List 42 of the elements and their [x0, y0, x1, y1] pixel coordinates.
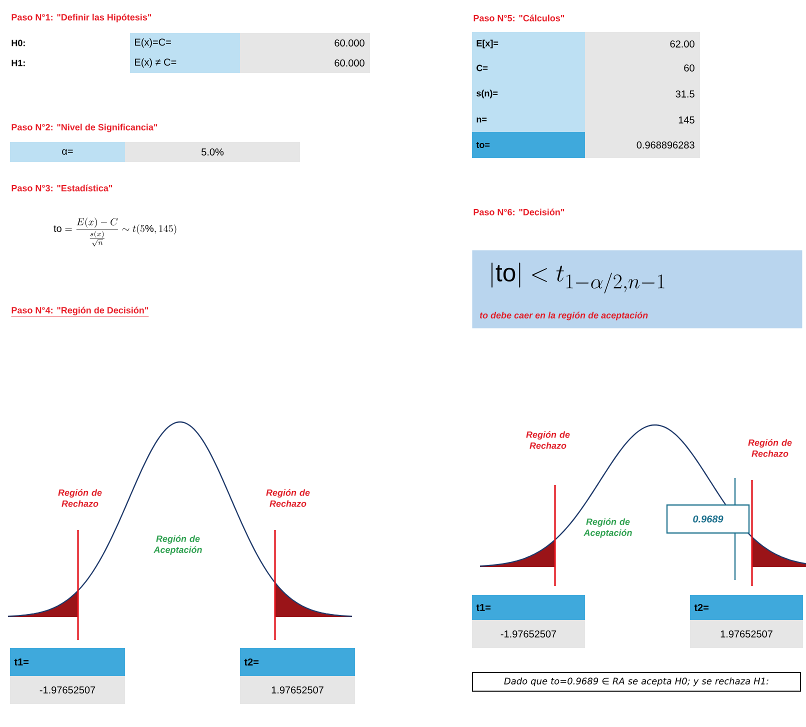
table-cell: 5.0%	[125, 142, 300, 162]
table-cell: 60.000	[240, 53, 370, 73]
step-heading: Paso N°1: "Definir las Hipótesis"	[12, 14, 152, 22]
table-cell: n=	[472, 108, 585, 132]
table-cell: E[x]=	[472, 32, 585, 56]
formula: $\mathrm{to}=\frac{E(x)-C}{\frac{s(x)}{\sqrt{n}}}\sim t(5\%,145)$	[54, 218, 176, 246]
region-label: Región de Rechazo	[526, 431, 570, 449]
step-heading: Paso N°6: "Decisión"	[474, 208, 564, 216]
table-cell: 1.97652507	[690, 620, 803, 648]
region-label: Región de Rechazo	[748, 439, 792, 457]
table-cell: 0.968896283	[585, 132, 700, 158]
table-cell: 145	[585, 108, 700, 132]
table-cell: 60.000	[240, 33, 370, 53]
row-label: H0:	[12, 40, 25, 46]
callout-box: 0.9689	[666, 504, 750, 534]
region-label: Región de Rechazo	[58, 489, 102, 507]
step-heading: Paso N°4: "Región de Decisión"	[11, 306, 149, 317]
region-label: Región de Rechazo	[266, 489, 310, 507]
step-heading: Paso N°5: "Cálculos"	[474, 14, 564, 22]
table-cell: t1=	[472, 595, 585, 620]
table-cell: -1.97652507	[472, 620, 585, 648]
table-cell: 60	[585, 56, 700, 80]
table-cell: s(n)=	[472, 80, 585, 108]
table-cell: t2=	[240, 648, 355, 676]
table-cell: α=	[10, 142, 125, 162]
table-cell: -1.97652507	[10, 676, 125, 704]
table-cell: C=	[472, 56, 585, 80]
region-label: Región de Aceptación	[154, 535, 202, 555]
table-cell: 1.97652507	[240, 676, 355, 704]
table-cell: to=	[472, 132, 585, 158]
table-cell: 31.5	[585, 80, 700, 108]
step-heading: Paso N°3: "Estadística"	[12, 184, 112, 192]
step-heading: Paso N°2: "Nivel de Significancia"	[12, 124, 158, 132]
table-cell: E(x) ≠ C=	[130, 53, 240, 73]
row-label: H1:	[12, 60, 25, 66]
region-label: Región de Aceptación	[584, 518, 632, 538]
table-cell: 62.00	[585, 32, 700, 56]
table-cell: t2=	[690, 595, 803, 620]
conclusion-box: Dado que to=0.9689 ∈ RA se acepta H0; y se rechaza H1:	[472, 672, 801, 692]
table-cell: E(x)=C=	[130, 33, 240, 53]
table-cell: t1=	[10, 648, 125, 676]
decision-box: $|\mathrm{to}| < t_{1-\alpha/2,n-1}$ to debe caer en la región de aceptación	[472, 250, 802, 328]
